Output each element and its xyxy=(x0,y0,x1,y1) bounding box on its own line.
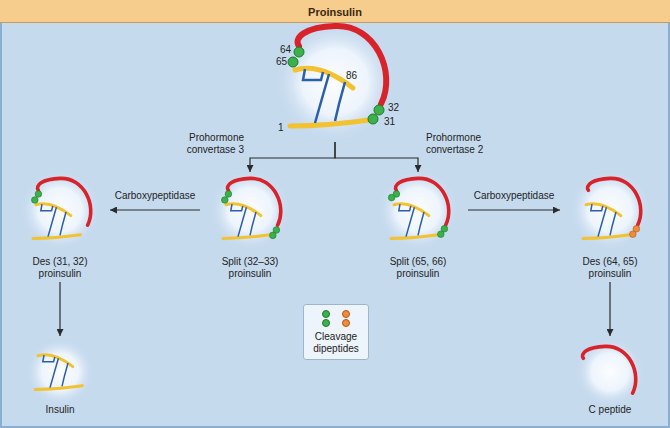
enzyme-label: Prohormone convertase 2 xyxy=(426,132,490,156)
title-text: Proinsulin xyxy=(308,6,362,18)
reaction-arrow xyxy=(110,209,200,210)
split-65-66-molecule xyxy=(388,178,448,238)
reaction-arrow xyxy=(609,282,610,336)
molecule-glows xyxy=(20,22,650,406)
split-32-33-molecule xyxy=(222,178,281,238)
reaction-arrow xyxy=(250,142,335,172)
molecule-node: 6465 86 32 31 1 xyxy=(262,26,408,142)
molecule-label: Insulin xyxy=(18,404,102,416)
legend-dots xyxy=(304,305,368,331)
molecule-label: Des (64, 65) proinsulin xyxy=(568,256,652,280)
residue-number: 86 xyxy=(346,70,357,82)
residue-number: 64 xyxy=(280,44,291,56)
molecule-node: Insulin xyxy=(10,336,110,418)
c-peptide-molecule xyxy=(583,346,636,393)
residue-number: 65 xyxy=(276,56,287,68)
molecule-label: Des (31, 32) proinsulin xyxy=(18,256,102,280)
des-31-32-molecule xyxy=(31,178,90,238)
molecule-node: Des (64, 65) proinsulin xyxy=(560,172,660,282)
molecule-label: C peptide xyxy=(568,404,652,416)
molecule-node: Des (31, 32) proinsulin xyxy=(10,172,110,282)
title-bar: Proinsulin xyxy=(0,0,670,23)
reaction-arrow xyxy=(468,209,560,210)
residue-number: 31 xyxy=(384,116,395,128)
des-64-65-molecule xyxy=(583,178,641,238)
enzyme-label: Carboxypeptidase xyxy=(115,190,196,202)
molecule-label: Split (65, 66) proinsulin xyxy=(376,256,460,280)
molecule-node: C peptide xyxy=(560,336,660,418)
insulin-molecule xyxy=(35,355,82,390)
enzyme-label: Prohormone convertase 3 xyxy=(180,132,244,156)
enzyme-label: Carboxypeptidase xyxy=(474,190,555,202)
molecule-node: Split (32–33) proinsulin xyxy=(200,172,300,282)
reaction-arrow xyxy=(59,282,60,336)
molecule-node: Split (65, 66) proinsulin xyxy=(368,172,468,282)
residue-number: 32 xyxy=(388,102,399,114)
residue-number: 1 xyxy=(278,122,284,134)
legend-box: Cleavage dipeptides xyxy=(303,304,369,360)
legend-text: Cleavage dipeptides xyxy=(313,331,359,354)
legend-entry: Cleavage dipeptides xyxy=(304,331,368,355)
molecule-label: Split (32–33) proinsulin xyxy=(208,256,292,280)
reaction-arrow xyxy=(335,142,418,172)
proinsulin-molecule xyxy=(288,26,386,126)
